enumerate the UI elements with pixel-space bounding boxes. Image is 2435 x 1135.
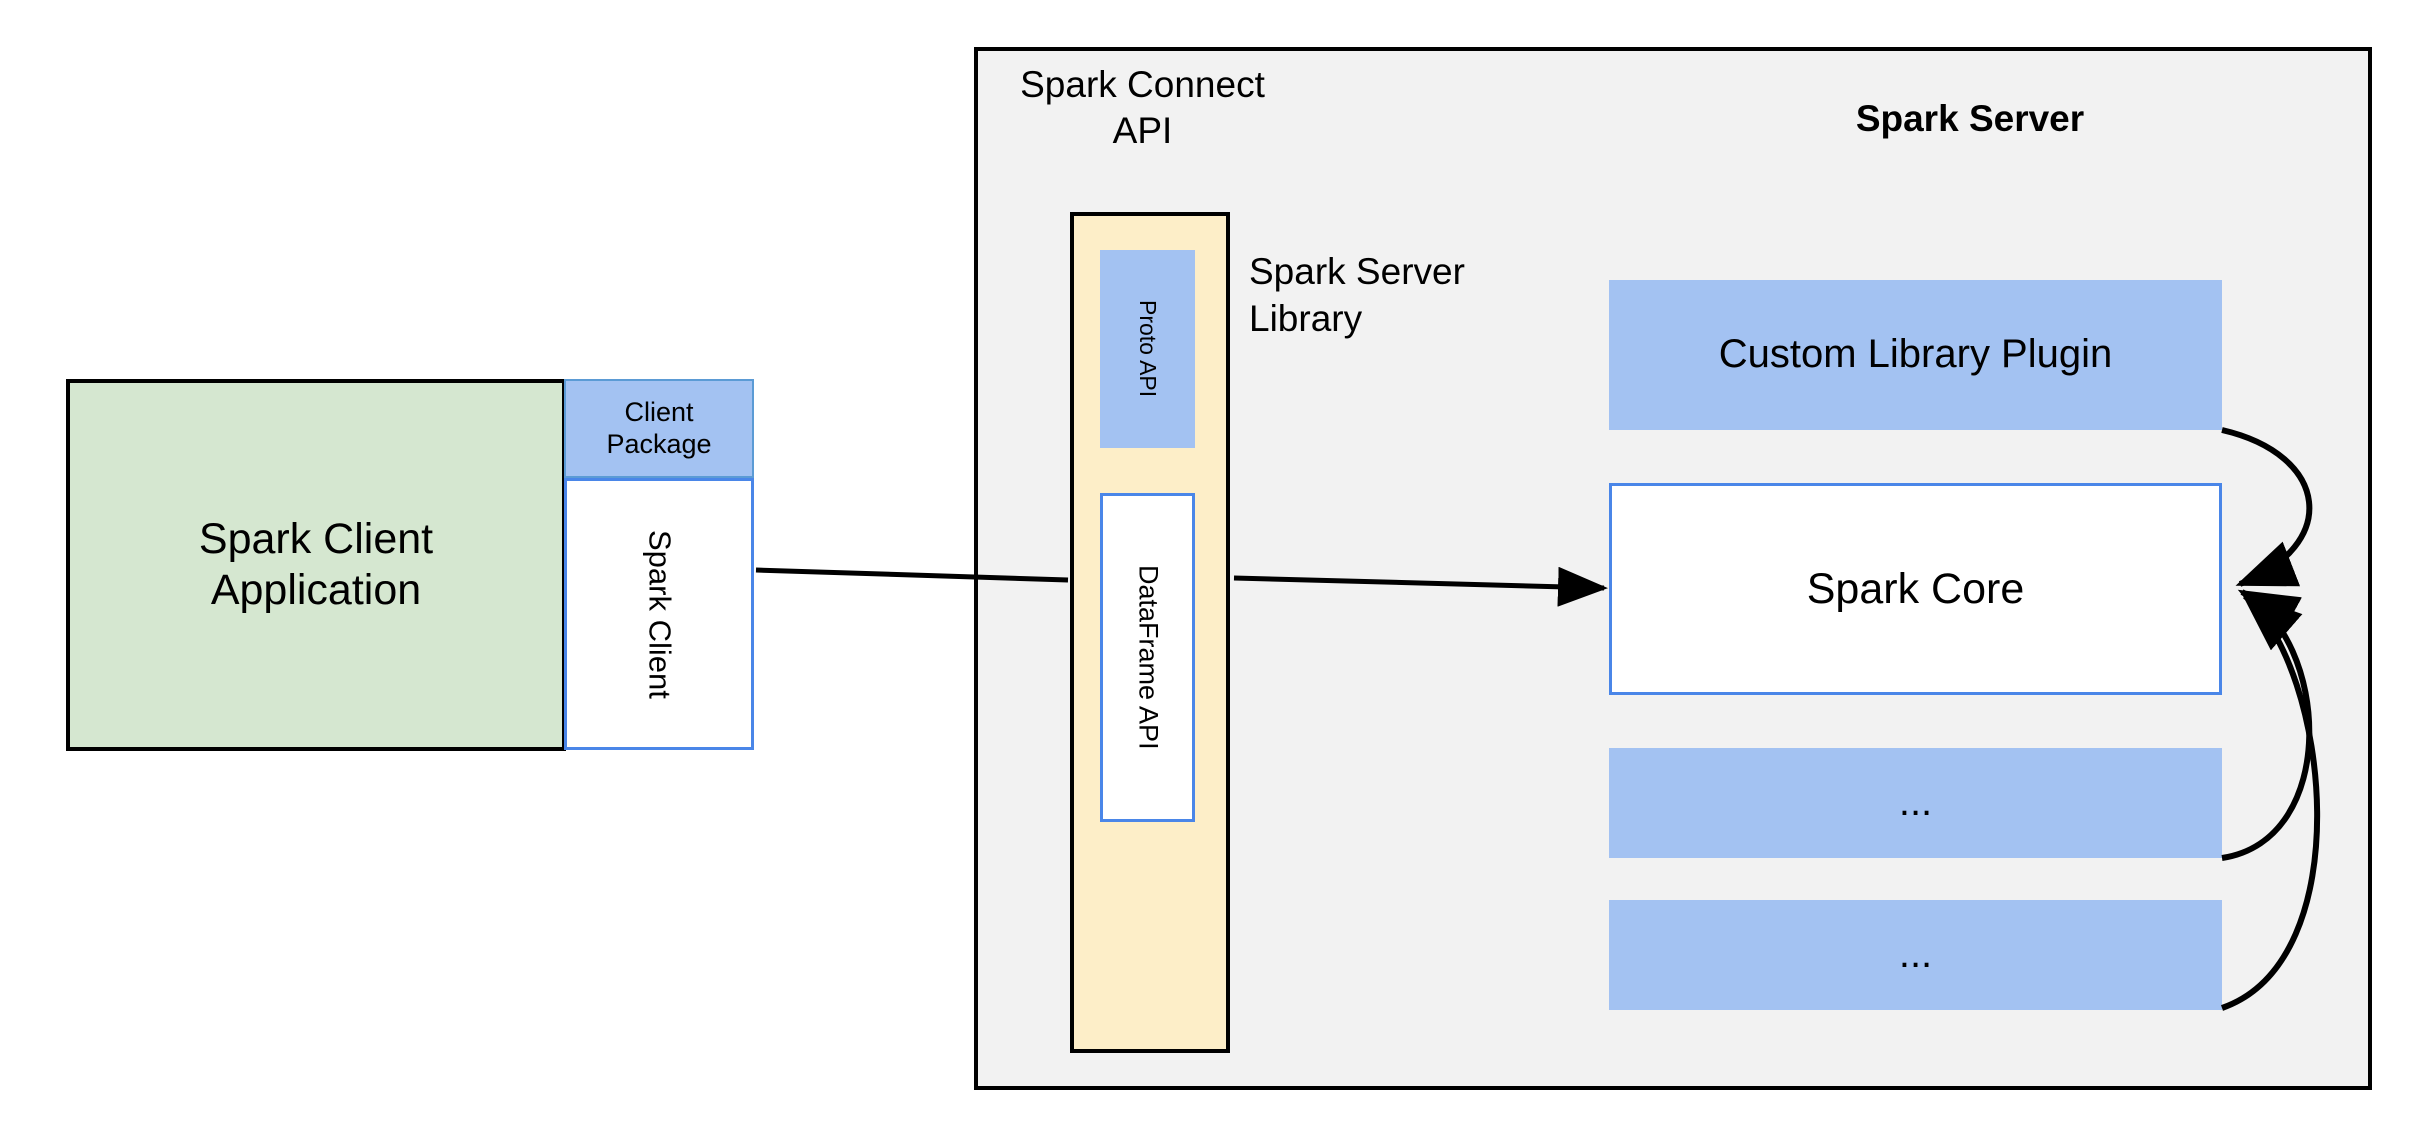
- spark-server-library-line2: Library: [1249, 298, 1363, 340]
- spark-client-application-line2: Application: [210, 566, 422, 614]
- ellipsis-label-1: ...: [1898, 780, 1933, 825]
- dataframe-api-box: DataFrame API: [1100, 493, 1195, 822]
- spark-server-library-label: Spark Server Library: [1249, 248, 1579, 343]
- proto-api-label: Proto API: [1135, 300, 1162, 398]
- spark-client-application-box: Spark Client Application: [66, 379, 566, 751]
- spark-connect-api-line2: API: [1112, 110, 1173, 152]
- custom-library-plugin-label: Custom Library Plugin: [1718, 332, 2113, 377]
- ellipsis-box-1: ...: [1609, 748, 2222, 858]
- custom-library-plugin-box: Custom Library Plugin: [1609, 280, 2222, 430]
- spark-connect-api-label: Spark Connect API: [1000, 62, 1285, 155]
- spark-client-label: Spark Client: [642, 529, 678, 699]
- spark-server-library-line1: Spark Server: [1249, 251, 1465, 292]
- client-package-line2: Package: [606, 428, 712, 459]
- spark-core-box: Spark Core: [1609, 483, 2222, 695]
- ellipsis-label-2: ...: [1898, 932, 1933, 977]
- client-package-line1: Client: [624, 396, 694, 427]
- ellipsis-box-2: ...: [1609, 900, 2222, 1010]
- spark-client-application-line1: Spark Client: [198, 515, 434, 564]
- spark-server-title: Spark Server: [1855, 98, 2085, 139]
- dataframe-api-label: DataFrame API: [1133, 565, 1164, 750]
- spark-client-box: Spark Client: [564, 478, 754, 750]
- spark-client-application-label: Spark Client Application: [199, 514, 433, 615]
- spark-connect-api-line1: Spark Connect: [1020, 64, 1265, 105]
- proto-api-box: Proto API: [1100, 250, 1195, 448]
- spark-core-label: Spark Core: [1806, 564, 2025, 613]
- client-package-box: Client Package: [564, 379, 754, 478]
- client-package-label: Client Package: [606, 397, 711, 461]
